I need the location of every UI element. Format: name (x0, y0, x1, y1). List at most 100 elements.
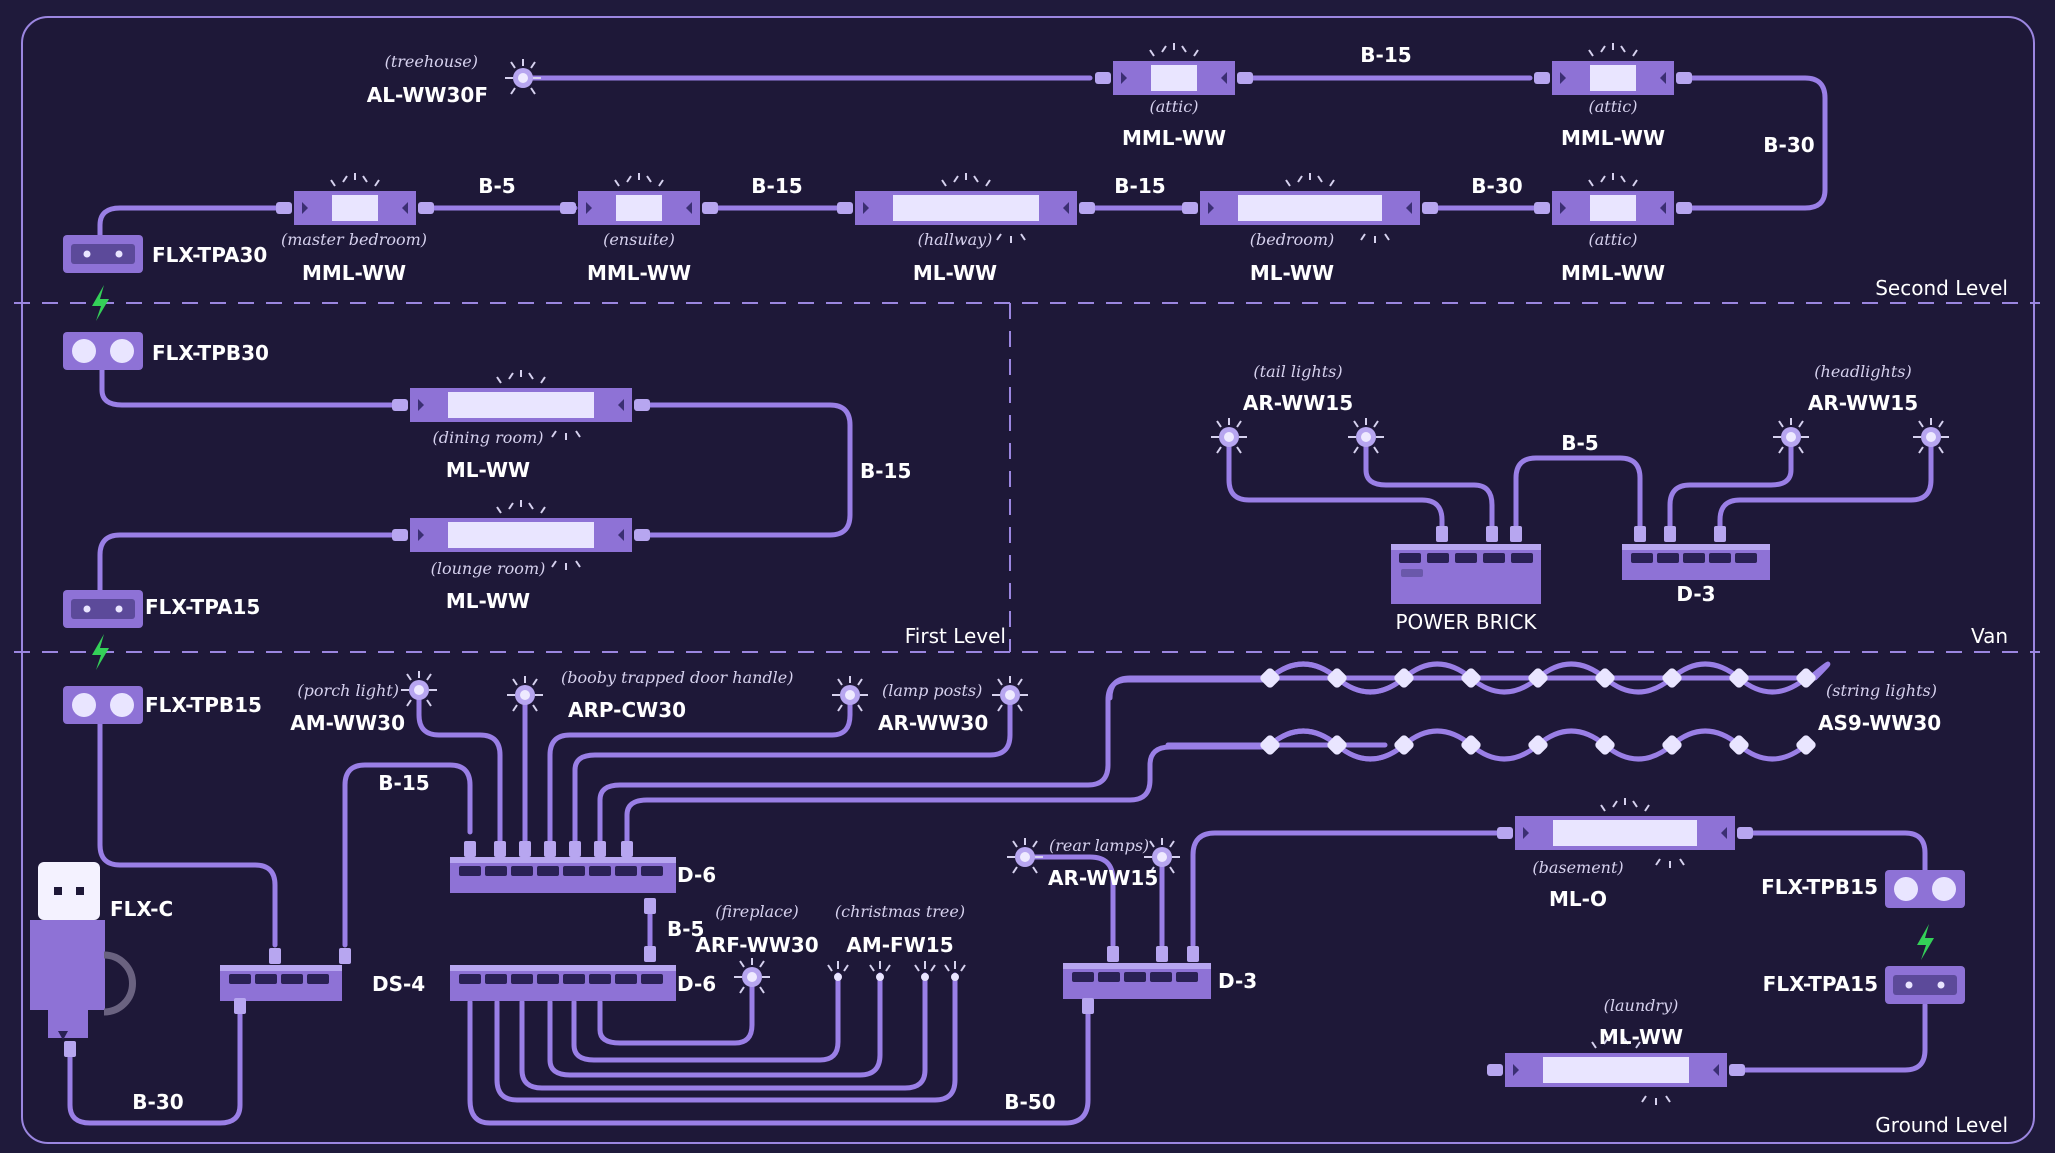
ds4-plug-0 (269, 948, 281, 964)
head-room-label: (headlights) (1814, 362, 1911, 381)
b5-plug-a (644, 898, 656, 914)
d6-top-plug-4 (569, 841, 581, 857)
head-model-label: AR-WW15 (1808, 391, 1918, 415)
ground-b50-label: B-50 (1004, 1090, 1055, 1114)
flx-tpa30 (63, 235, 143, 273)
van-d3-splitter (1622, 544, 1770, 580)
master-model-label: MML-WW (302, 261, 406, 285)
porch-room-label: (porch light) (297, 681, 399, 700)
string-bulb-bottom-8 (1796, 735, 1816, 755)
basement-room-label: (basement) (1532, 858, 1623, 877)
xmas-fairy-light-2 (914, 961, 936, 981)
strip-attic-b (1534, 43, 1692, 95)
string-bulb-bottom-1 (1327, 735, 1347, 755)
ground-d3-splitter (1063, 963, 1211, 999)
tpb15-right-label: FLX-TPB15 (1761, 875, 1878, 899)
cable-4-label: B-30 (1471, 174, 1522, 198)
cable-attic-label: B-15 (1360, 43, 1411, 67)
strip-lounge-room (392, 500, 650, 570)
laundry-model-label: ML-WW (1599, 1025, 1683, 1049)
attic-c-room-label: (attic) (1589, 230, 1638, 249)
hallway-model-label: ML-WW (913, 261, 997, 285)
d6-bottom-label: D-6 (677, 972, 716, 996)
string-bulb-top-6 (1662, 668, 1682, 688)
lamp-room-label: (lamp posts) (882, 681, 982, 700)
first-cable-label: B-15 (860, 459, 911, 483)
string-bulb-top-5 (1595, 668, 1615, 688)
cable-1-label: B-5 (478, 174, 515, 198)
ensuite-model-label: MML-WW (587, 261, 691, 285)
fire-room-label: (fireplace) (715, 902, 799, 921)
tpa30-label: FLX-TPA30 (152, 243, 267, 267)
level-label-first: First Level (905, 624, 1006, 648)
flx-tpa15-right (1885, 966, 1965, 1004)
porch-model-label: AM-WW30 (290, 711, 405, 735)
string-bulb-bottom-0 (1260, 735, 1280, 755)
ground-d6-top (450, 857, 676, 893)
string-bulb-top-2 (1394, 668, 1414, 688)
rear-room-label: (rear lamps) (1049, 836, 1149, 855)
strip-attic-a (1095, 43, 1253, 95)
rear-model-label: AR-WW15 (1048, 866, 1158, 890)
laundry-room-label: (laundry) (1604, 996, 1679, 1015)
ground-d3-label: D-3 (1218, 969, 1257, 993)
van-d3-label: D-3 (1676, 582, 1715, 606)
string-bulb-bottom-2 (1394, 735, 1414, 755)
level-label-ground: Ground Level (1875, 1113, 2008, 1137)
tpa15-right-label: FLX-TPA15 (1763, 972, 1878, 996)
booby-model-label: ARP-CW30 (568, 698, 686, 722)
van-cable-label: B-5 (1561, 431, 1598, 455)
lamp-model-label: AR-WW30 (878, 711, 988, 735)
attic-a-model-label: MML-WW (1122, 126, 1226, 150)
tail-room-label: (tail lights) (1253, 362, 1342, 381)
xmas-model-label: AM-FW15 (846, 933, 953, 957)
ds4-plug-1 (339, 948, 351, 964)
string-bulb-bottom-6 (1662, 735, 1682, 755)
bedroom-model-label: ML-WW (1250, 261, 1334, 285)
flxc-plug (64, 1041, 76, 1057)
flx-tpb15 (63, 686, 143, 724)
string-bulb-top-0 (1260, 668, 1280, 688)
d6-top-plug-5 (594, 841, 606, 857)
power-brick (1391, 544, 1541, 604)
strip-attic-c (1534, 173, 1692, 225)
strip-master-bedroom (276, 173, 434, 225)
b5-plug-b (644, 946, 656, 962)
booby-room-label: (booby trapped door handle) (561, 668, 793, 687)
d6-top-plug-2 (519, 841, 531, 857)
ensuite-room-label: (ensuite) (603, 230, 675, 249)
ds4-label: DS-4 (372, 972, 425, 996)
attic-b-room-label: (attic) (1589, 97, 1638, 116)
fire-model-label: ARF-WW30 (695, 933, 818, 957)
tpb30-label: FLX-TPB30 (152, 341, 269, 365)
flx-tpa15 (63, 590, 143, 628)
cable-right-label: B-30 (1763, 133, 1814, 157)
string-model-label: AS9-WW30 (1818, 711, 1941, 735)
d3-plug-2 (1187, 946, 1199, 962)
xmas-fairy-light-3 (944, 961, 966, 981)
d3-plug-0 (1107, 946, 1119, 962)
strip-ensuite (560, 173, 718, 225)
lounge-room-label: (lounge room) (431, 559, 546, 578)
power-brick-label: POWER BRICK (1395, 610, 1537, 634)
tail-model-label: AR-WW15 (1243, 391, 1353, 415)
d6-top-plug-6 (621, 841, 633, 857)
ground-b5-label: B-5 (667, 917, 704, 941)
ds4-out-plug (234, 998, 246, 1014)
attic-a-room-label: (attic) (1150, 97, 1199, 116)
tpb15-label: FLX-TPB15 (145, 693, 262, 717)
basement-model-label: ML-O (1549, 887, 1607, 911)
d6-top-label: D-6 (677, 863, 716, 887)
ground-d6-bottom (450, 965, 676, 1001)
ground-ds4 (220, 965, 342, 1001)
string-bulb-bottom-5 (1595, 735, 1615, 755)
d6-top-plug-3 (544, 841, 556, 857)
string-bulb-bottom-4 (1528, 735, 1548, 755)
dining-room-label: (dining room) (433, 428, 544, 447)
string-bulb-top-7 (1729, 668, 1749, 688)
wires (67, 75, 1934, 1126)
string-room-label: (string lights) (1826, 681, 1937, 700)
d6-top-plug-0 (464, 841, 476, 857)
level-label-van: Van (1971, 624, 2008, 648)
